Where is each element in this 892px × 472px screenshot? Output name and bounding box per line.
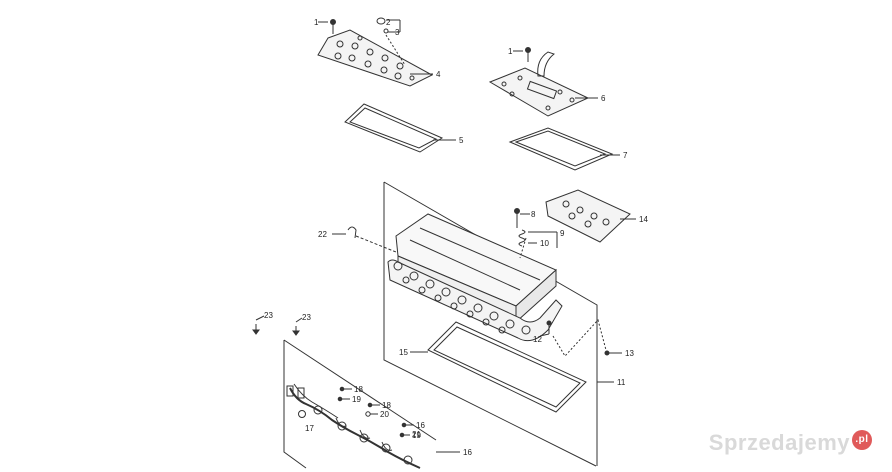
wiring-harness bbox=[286, 383, 421, 469]
bolt-and-spring bbox=[514, 208, 558, 259]
callout-4: 4 bbox=[436, 70, 441, 79]
head-gasket bbox=[427, 321, 587, 413]
dowel-pin bbox=[539, 320, 552, 337]
callout-22: 22 bbox=[318, 230, 327, 239]
callout-14: 14 bbox=[639, 215, 648, 224]
callout-23b: 23 bbox=[302, 313, 311, 322]
callout-13: 13 bbox=[625, 349, 634, 358]
callout-18a: 18 bbox=[354, 385, 363, 394]
bolt-top-right bbox=[513, 47, 531, 62]
callout-23a: 23 bbox=[264, 311, 273, 320]
callout-19b: 19 bbox=[412, 431, 421, 440]
callout-8: 8 bbox=[531, 210, 536, 219]
watermark-badge: .pl bbox=[852, 430, 872, 450]
cap-and-washer bbox=[376, 17, 406, 66]
callout-17: 17 bbox=[305, 424, 314, 433]
callout-7: 7 bbox=[623, 151, 628, 160]
callout-18b: 18 bbox=[382, 401, 391, 410]
assembly-frame bbox=[383, 181, 598, 467]
callout-9: 9 bbox=[560, 229, 565, 238]
cover-plate-left bbox=[317, 29, 434, 87]
screw-23-left bbox=[252, 315, 265, 335]
callout-5: 5 bbox=[459, 136, 464, 145]
callout-19a: 19 bbox=[352, 395, 361, 404]
bolt-top-left bbox=[318, 19, 336, 34]
callout-6: 6 bbox=[601, 94, 606, 103]
watermark: Sprzedajemy.pl bbox=[709, 430, 872, 456]
harness-bolts bbox=[337, 386, 414, 438]
small-bolt-13 bbox=[604, 350, 622, 356]
callout-15: 15 bbox=[399, 348, 408, 357]
cover-plate-right bbox=[488, 51, 590, 117]
callout-2: 2 bbox=[386, 18, 391, 27]
callout-1a: 1 bbox=[314, 18, 319, 27]
callout-16: 16 bbox=[463, 448, 472, 457]
gasket-right bbox=[508, 127, 614, 171]
screw-23-right bbox=[292, 317, 303, 336]
harness-frame bbox=[283, 339, 460, 469]
callout-1b: 1 bbox=[508, 47, 513, 56]
gasket-left bbox=[344, 103, 444, 153]
watermark-text: Sprzedajemy bbox=[708, 430, 850, 455]
callout-16b: 16 bbox=[416, 421, 425, 430]
callout-20: 20 bbox=[380, 410, 389, 419]
callout-11: 11 bbox=[617, 378, 626, 387]
callout-21: 21 bbox=[412, 430, 421, 439]
callout-12: 12 bbox=[533, 335, 542, 344]
callout-3: 3 bbox=[395, 28, 400, 37]
cylinder-head-flange bbox=[387, 259, 563, 342]
callout-10: 10 bbox=[540, 239, 549, 248]
retaining-clip bbox=[332, 226, 397, 253]
side-plate bbox=[545, 189, 631, 243]
